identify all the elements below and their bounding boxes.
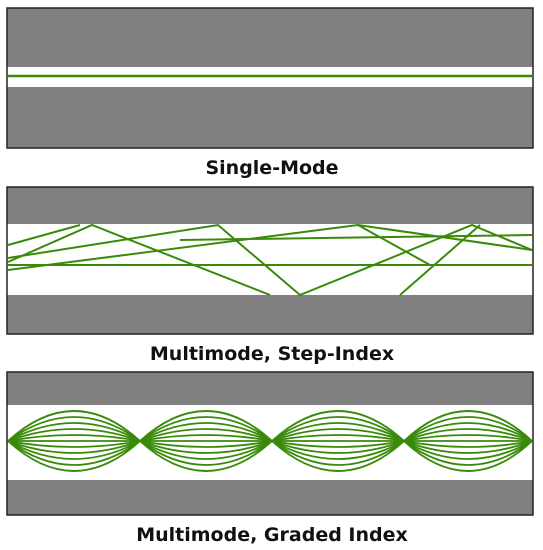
graded-index-ray xyxy=(271,440,405,466)
graded-index-ray xyxy=(403,434,533,442)
graded-index-ray xyxy=(271,440,405,460)
single-mode-caption: Single-Mode xyxy=(205,157,338,179)
graded-index-ray xyxy=(271,422,405,442)
graded-index-ray xyxy=(403,410,533,442)
graded-index-ray xyxy=(403,422,533,442)
graded-index-ray xyxy=(7,440,141,454)
graded-index-ray xyxy=(403,440,533,472)
graded-index-ray xyxy=(271,434,405,442)
graded-index-ray xyxy=(7,440,141,466)
graded-index-ray xyxy=(271,428,405,442)
graded-index-ray xyxy=(403,428,533,442)
graded-index-ray xyxy=(271,440,405,472)
graded-index-ray xyxy=(271,440,405,448)
step-index-ray xyxy=(7,224,81,246)
graded-index-panel: Multimode, Graded Index xyxy=(6,371,534,546)
graded-index-ray xyxy=(271,416,405,442)
step-index-ray xyxy=(179,234,533,241)
graded-index-ray xyxy=(139,434,273,442)
graded-index-ray xyxy=(7,440,141,448)
graded-index-ray xyxy=(7,416,141,442)
step-index-caption: Multimode, Step-Index xyxy=(150,343,394,365)
graded-index-ray xyxy=(139,440,273,460)
step-index-ray xyxy=(7,223,533,297)
graded-index-ray xyxy=(7,440,141,472)
graded-index-caption: Multimode, Graded Index xyxy=(136,524,408,546)
graded-index-ray xyxy=(7,410,141,442)
graded-index-ray xyxy=(139,440,273,454)
step-index-rays xyxy=(7,223,533,297)
graded-index-ray xyxy=(139,440,273,472)
single-mode-panel: Single-Mode xyxy=(6,7,534,179)
graded-index-ray xyxy=(139,428,273,442)
graded-index-ray xyxy=(403,440,533,460)
graded-index-ray xyxy=(139,416,273,442)
graded-index-ray xyxy=(403,440,533,454)
graded-index-ray xyxy=(7,440,141,460)
graded-index-ray xyxy=(139,440,273,448)
graded-index-ray xyxy=(271,440,405,454)
graded-index-ray xyxy=(139,422,273,442)
step-index-ray xyxy=(399,224,481,296)
step-index-ray xyxy=(7,223,271,296)
graded-index-ray xyxy=(7,422,141,442)
step-index-ray xyxy=(357,224,431,266)
graded-index-ray xyxy=(403,416,533,442)
graded-index-ray xyxy=(271,410,405,442)
graded-index-ray xyxy=(7,428,141,442)
step-index-panel: Multimode, Step-Index xyxy=(6,186,534,365)
graded-index-ray xyxy=(403,440,533,448)
graded-index-ray xyxy=(139,440,273,466)
graded-index-ray xyxy=(403,440,533,466)
graded-index-rays xyxy=(7,410,533,472)
graded-index-ray xyxy=(7,434,141,442)
graded-index-ray xyxy=(139,410,273,442)
